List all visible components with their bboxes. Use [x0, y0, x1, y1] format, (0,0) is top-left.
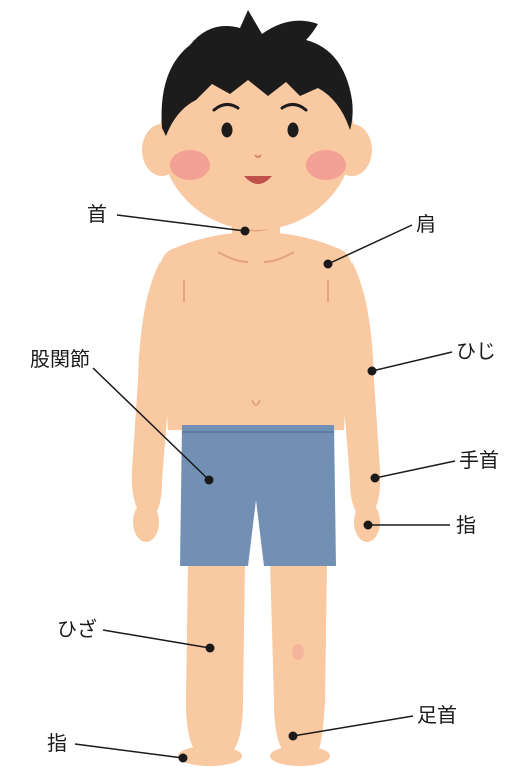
label-finger-hand: 指	[456, 513, 476, 537]
marker-neck	[240, 226, 250, 236]
shorts	[180, 425, 336, 566]
marker-finger-hand	[363, 520, 373, 530]
marker-elbow	[367, 366, 377, 376]
label-shoulder: 肩	[416, 212, 436, 236]
label-ankle: 足首	[417, 703, 457, 727]
marker-hip-joint	[204, 475, 214, 485]
knee-mark	[292, 644, 304, 660]
navel	[251, 399, 261, 406]
torso	[159, 232, 353, 430]
leader-line-shoulder	[327, 224, 413, 265]
collarbone-left	[217, 251, 249, 263]
marker-knee	[205, 643, 215, 653]
leader-lines	[74, 214, 456, 759]
leader-line-knee	[102, 629, 211, 649]
left-hand	[133, 502, 159, 542]
leader-line-toe	[74, 743, 184, 759]
leader-line-hip-joint	[92, 367, 210, 481]
left-leg	[186, 562, 245, 752]
marker-shoulder	[323, 259, 333, 269]
collarbone-right	[263, 251, 295, 263]
label-toe: 指	[47, 731, 67, 755]
hair	[161, 10, 353, 136]
label-neck: 首	[87, 202, 107, 226]
left-eye	[221, 122, 233, 138]
right-eyebrow	[280, 103, 308, 112]
marker-wrist	[370, 473, 380, 483]
marker-dots	[178, 226, 380, 763]
leader-line-ankle	[292, 715, 414, 737]
marker-toe	[178, 753, 188, 763]
label-elbow: ひじ	[456, 339, 496, 363]
label-wrist: 手首	[459, 448, 499, 472]
right-cheek	[306, 150, 346, 180]
label-knee: ひざ	[57, 617, 97, 641]
boy-illustration	[131, 10, 381, 766]
leader-line-elbow	[371, 351, 453, 372]
left-eyebrow	[212, 103, 240, 112]
label-hip-joint: 股関節	[30, 347, 90, 371]
marker-ankle	[288, 731, 298, 741]
leader-line-wrist	[374, 460, 456, 479]
right-foot	[270, 746, 330, 766]
leader-line-neck	[116, 214, 246, 232]
mouth	[244, 176, 272, 184]
left-foot	[178, 746, 242, 766]
nose	[254, 154, 262, 158]
right-eye	[287, 122, 299, 138]
left-cheek	[170, 150, 210, 180]
